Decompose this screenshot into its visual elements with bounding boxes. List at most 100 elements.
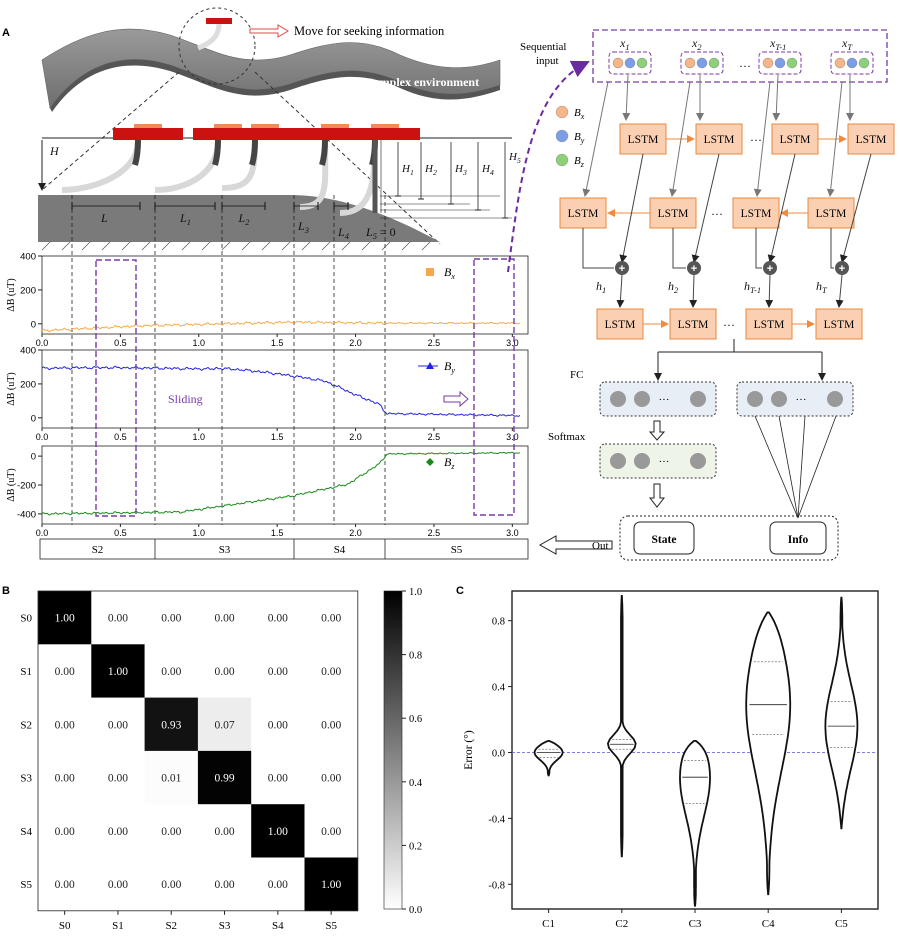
feature-dot [708,57,720,69]
legend-label-y: By [574,131,585,145]
lstm-output-4-label: LSTM [824,319,855,331]
heatmap-cell [144,644,199,698]
heatmap-cell [251,750,305,805]
heatmap-cell [304,591,359,645]
lstm-forward-4 [847,123,895,155]
violin-ytick: 0.8 [492,617,505,628]
heatmap-cell [91,750,145,805]
heatmap-value: 0.00 [268,773,288,785]
heatmap-cell [251,644,305,698]
lstm-output-4 [815,308,863,340]
concat-node-2 [687,261,701,275]
state-output [633,521,695,555]
col-label-S1: S1 [112,920,124,932]
sliding-arrow-icon [443,390,469,408]
violin-shape-C4 [745,611,792,896]
heatmap-value: 0.99 [214,773,234,785]
heatmap-value: 0.00 [321,613,341,625]
strip-state-S5: S5 [451,544,463,556]
concat-node-3 [763,261,777,275]
xtick-By: 1.0 [193,432,206,442]
whisker-2 [154,139,221,193]
colorbar-tick: 1.0 [409,587,422,598]
ylabel-Bz: ΔB (uT) [6,468,17,501]
input-label-1: x1 [619,36,630,52]
heatmap-value: 0.00 [321,719,341,731]
heatmap-value: 0.00 [55,826,75,838]
xtick-Bz: 2.0 [349,528,362,538]
legend-dot-z [555,153,569,167]
hidden-label-4: hT [816,279,828,295]
xtick-Bz: 1.5 [271,528,284,538]
legend-marker-By [426,362,434,369]
lstm-output-2 [669,308,717,340]
feature-dot [846,57,858,69]
violin-shape-C1 [533,740,564,777]
sensor-magnet-top [206,18,232,24]
legend-marker-Bz [426,458,434,466]
plus-icon: + [767,263,773,275]
lstm-forward-3-label: LSTM [780,134,811,146]
seq-input-label-2: input [536,55,559,67]
hidden-label-3: hT-1 [744,279,761,295]
col-label-S3: S3 [219,920,231,932]
ytick-By: 0 [31,413,36,424]
xtick-By: 0.0 [36,432,49,442]
plot-frame-Bz [41,445,529,525]
concat-node-4 [835,261,849,275]
heatmap-cell [304,644,359,698]
fc-info-layer [736,381,854,417]
heatmap-value: 0.00 [108,719,128,731]
lstm-backward-3-label: LSTM [741,208,772,220]
heatmap-cell [91,644,145,698]
col-label-S0: S0 [59,920,71,932]
plus-icon: + [839,263,845,275]
heatmap-cell [38,697,92,752]
ground-slab [38,195,440,242]
ylabel-Bx: ΔB (uT) [6,278,17,311]
fc-info-layer-dots: ··· [796,394,807,406]
sensor-base-3 [230,128,300,140]
whisker-1 [61,139,141,193]
sensor-base-5 [350,128,420,140]
dots-row2: ··· [711,207,723,221]
feature-dot [834,57,846,69]
hidden-label-1: h1 [596,279,606,295]
xtick-Bx: 0.0 [36,338,49,348]
colorbar-tick: 0.0 [409,905,422,916]
violin-xtick-C1: C1 [542,918,555,930]
heatmap-cell [251,697,305,752]
window-start [95,259,137,517]
heatmap-value: 1.00 [321,879,341,891]
heatmap-cell [144,697,199,752]
heatmap-cell [197,750,252,805]
neuron [610,453,626,469]
series-line-By [41,365,521,417]
xtick-Bx: 2.5 [428,338,441,348]
heatmap-cell [144,804,199,858]
height-label-4: H4 [481,163,494,177]
heatmap-value: 0.93 [161,719,181,731]
heatmap-value: 0.00 [214,613,234,625]
heatmap-value: 0.00 [55,773,75,785]
input-label-4: xT [841,36,853,52]
colorbar-tick: 0.4 [409,778,423,789]
lstm-output-3-label: LSTM [754,319,785,331]
xtick-Bz: 3.0 [506,528,519,538]
fc-state-layer-dots: ··· [659,394,670,406]
strip-state-S4: S4 [334,544,346,556]
xtick-Bx: 2.0 [349,338,362,348]
heatmap-value: 0.00 [55,666,75,678]
lstm-forward-1 [619,123,667,155]
lstm-forward-4-label: LSTM [856,134,887,146]
heatmap-value: 0.00 [268,613,288,625]
heatmap-cell [38,591,92,645]
heatmap-cell [38,804,92,858]
violin-C5 [824,596,859,830]
move-arrow-icon [249,24,289,38]
ytick-By: 200 [20,379,36,390]
